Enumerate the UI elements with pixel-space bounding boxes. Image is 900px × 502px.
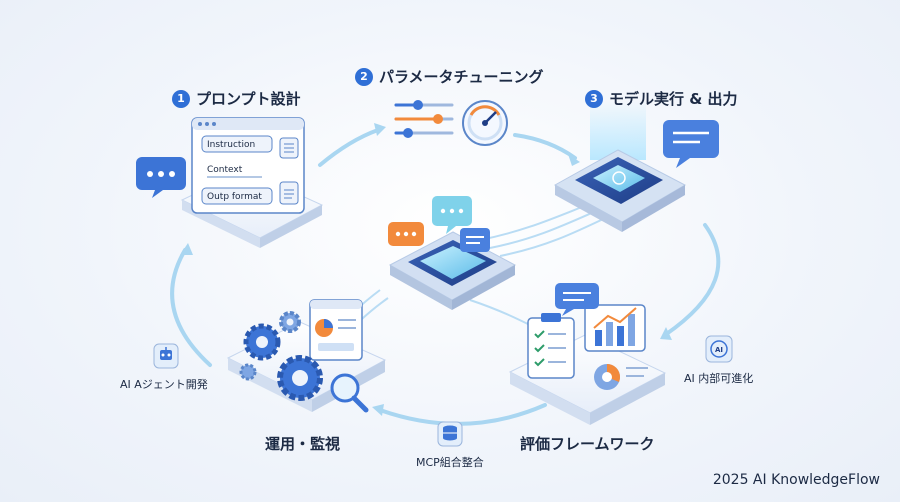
sliders-icon (394, 100, 454, 138)
message-bubble-icon (663, 120, 719, 168)
step-1-title: 1 プロンプト設計 (172, 88, 301, 109)
openai-logo-icon (612, 171, 626, 185)
gauge-icon (462, 100, 508, 146)
footer-credit: 2025 AI KnowledgeFlow (712, 472, 880, 488)
operations-label: 運用・監視 (265, 435, 341, 453)
mcp-label: MCP組合整合 (416, 456, 484, 469)
gears-icon (239, 311, 323, 401)
step-2-number: 2 (355, 67, 373, 86)
prompt-design-platform: Instruction Context Outp format (180, 117, 324, 248)
teal-chat-bubble-icon (432, 196, 472, 234)
agent-label: AI Aジェント開発 (120, 378, 208, 391)
model-chip (553, 100, 687, 232)
database-icon (437, 421, 463, 447)
step-3-label: モデル実行 & 出力 (609, 90, 738, 108)
robot-icon (153, 343, 179, 369)
step-1-label: プロンプト設計 (196, 90, 301, 108)
arrow-3-to-eval (663, 223, 721, 337)
checklist-icon (527, 313, 575, 379)
internal-label: AI 内部可進化 (684, 372, 754, 385)
instruction-field (201, 135, 273, 153)
arrow-heads (180, 123, 672, 416)
magnifier-icon (330, 373, 369, 413)
pie-chart-icon (594, 364, 648, 390)
step-2-title: 2 パラメータチューニング (355, 66, 544, 87)
arrow-ops-to-1 (170, 248, 212, 367)
chat-bubble-icon (136, 157, 186, 198)
context-label: Context (207, 165, 243, 175)
blue-chat-bubble-icon (460, 228, 490, 252)
step-2-label: パラメータチューニング (379, 68, 544, 86)
arrow-2-to-3 (513, 133, 577, 160)
speech-bubble-icon (555, 283, 599, 316)
arrow-1-to-2 (318, 128, 380, 167)
evaluation-label: 評価フレームワーク (520, 435, 655, 453)
arrow-eval-to-ops (378, 403, 547, 426)
flow-arrows (170, 128, 721, 426)
instruction-label: Instruction (207, 140, 255, 150)
step-3-number: 3 (585, 89, 603, 108)
step-3-title: 3 モデル実行 & 出力 (585, 88, 738, 109)
svg-text:AI: AI (715, 346, 723, 354)
step-1-number: 1 (172, 89, 190, 108)
document-icon (279, 181, 299, 205)
orange-chat-bubble-icon (388, 222, 424, 246)
output-format-field (201, 187, 273, 205)
ai-chip-icon: AI (705, 335, 733, 363)
bar-chart-icon (584, 304, 646, 352)
output-format-label: Outp format (207, 192, 262, 202)
